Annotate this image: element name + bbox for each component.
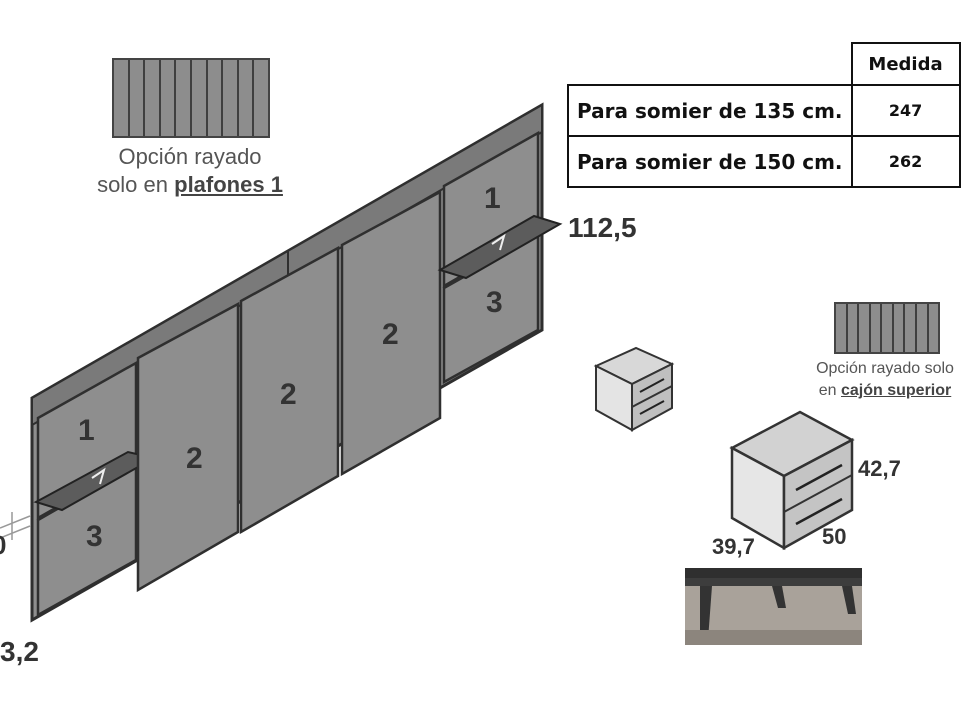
panel-label: 2 bbox=[186, 442, 203, 475]
nightstand-width-label: 50 bbox=[822, 524, 847, 549]
size-row-label: Para somier de 135 cm. bbox=[567, 84, 853, 137]
table-row: Para somier de 135 cm. 247 bbox=[567, 84, 961, 137]
stripe-option-swatch-headboard bbox=[112, 58, 270, 138]
panel-label: 1 bbox=[484, 182, 501, 215]
size-table-header: Medida bbox=[850, 42, 961, 86]
size-row-label: Para somier de 150 cm. bbox=[567, 135, 853, 188]
stripe-option-caption-headboard: Opción rayado solo en plafones 1 bbox=[97, 144, 283, 197]
panel-label: 2 bbox=[382, 318, 399, 351]
panel-2-b bbox=[239, 245, 340, 535]
shelf-right-bracket bbox=[491, 233, 506, 251]
dimension-guide-left bbox=[0, 512, 31, 540]
size-table-corner bbox=[568, 43, 852, 86]
nightstand-depth-label: 39,7 bbox=[712, 534, 755, 559]
dimension-height-label: 112,5 bbox=[568, 212, 637, 243]
nightstand-height-label: 42,7 bbox=[858, 456, 901, 481]
panel-label: 1 bbox=[78, 414, 95, 447]
stripe-option-caption-drawer: Opción rayado solo en cajón superior bbox=[816, 360, 954, 399]
size-row-value: 247 bbox=[850, 84, 961, 137]
panel-2-c bbox=[340, 189, 442, 477]
leg-detail-photo bbox=[685, 568, 862, 645]
size-row-value: 262 bbox=[850, 135, 961, 188]
panel-label: 3 bbox=[86, 520, 103, 553]
stripe-option-swatch-drawer bbox=[834, 302, 940, 354]
dimension-depth-label: 3,2 bbox=[0, 636, 39, 667]
nightstand-large-illustration bbox=[729, 410, 855, 551]
size-table: Medida Para somier de 135 cm. 247 Para s… bbox=[567, 42, 961, 188]
table-row: Para somier de 150 cm. 262 bbox=[567, 135, 961, 188]
panel-2-a bbox=[136, 301, 240, 593]
panel-label: 3 bbox=[486, 286, 503, 319]
panel-label: 2 bbox=[280, 378, 297, 411]
shelf-left-bracket bbox=[91, 467, 106, 485]
nightstand-small-illustration bbox=[593, 346, 675, 432]
dimension-partial-label: 0 bbox=[0, 530, 6, 561]
